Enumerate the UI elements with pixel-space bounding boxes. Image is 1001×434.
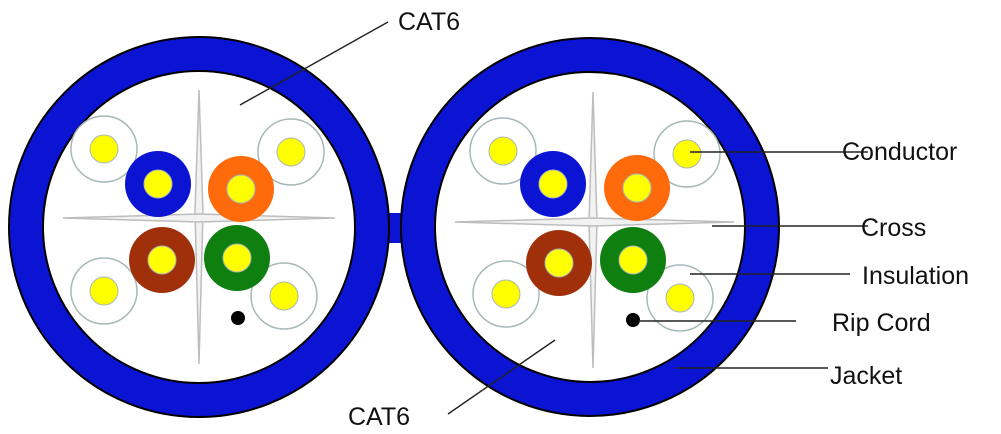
label-conductor: Conductor bbox=[842, 138, 957, 166]
right-jacket-inner-edge bbox=[434, 71, 746, 383]
leader-cat6-top bbox=[239, 21, 389, 106]
left-cable bbox=[8, 36, 390, 418]
left-white-pair-bottom-left bbox=[70, 257, 138, 325]
label-cross: Cross bbox=[861, 214, 926, 242]
left-rip-cord bbox=[231, 311, 245, 325]
right-orange-pair bbox=[604, 155, 670, 221]
right-white-pair-top-left bbox=[469, 117, 537, 185]
right-white-pair-top-right bbox=[653, 120, 721, 188]
label-jacket: Jacket bbox=[830, 362, 902, 390]
label-cat6-bottom: CAT6 bbox=[348, 403, 410, 431]
right-white-pair-bottom-right bbox=[646, 264, 714, 332]
right-blue-pair bbox=[520, 151, 586, 217]
right-green-pair bbox=[600, 227, 666, 293]
label-rip-cord: Rip Cord bbox=[832, 309, 931, 337]
label-cat6-top: CAT6 bbox=[398, 8, 460, 36]
left-white-pair-top-right bbox=[257, 118, 325, 186]
right-jacket-outer-edge bbox=[400, 37, 780, 417]
label-insulation: Insulation bbox=[862, 262, 969, 290]
right-cross-separator bbox=[454, 91, 735, 369]
left-white-pair-bottom-right bbox=[250, 262, 318, 330]
left-brown-pair bbox=[129, 227, 195, 293]
left-jacket-inner-edge bbox=[42, 70, 356, 384]
left-green-pair bbox=[204, 225, 270, 291]
left-blue-pair bbox=[125, 151, 191, 217]
left-jacket-outer-edge bbox=[8, 36, 390, 418]
leader-lines bbox=[239, 21, 868, 415]
right-white-pair-bottom-left bbox=[472, 260, 540, 328]
left-white-pair-top-left bbox=[70, 115, 138, 183]
right-brown-pair bbox=[526, 230, 592, 296]
leader-cat6-bottom bbox=[447, 339, 556, 415]
right-rip-cord bbox=[626, 313, 640, 327]
left-orange-pair bbox=[208, 156, 274, 222]
right-cable bbox=[400, 37, 780, 417]
